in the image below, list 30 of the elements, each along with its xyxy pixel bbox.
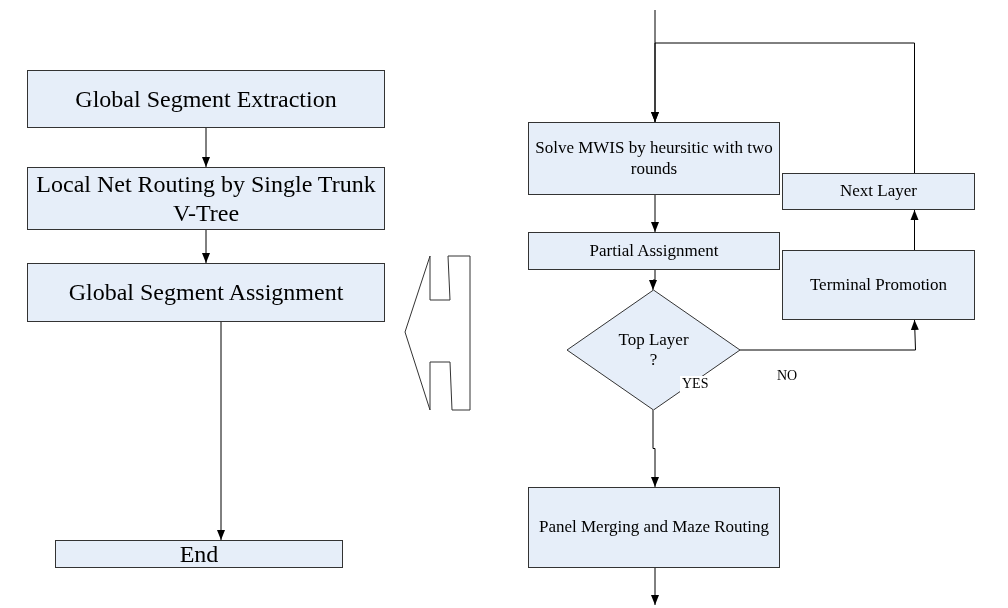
node-label: Solve MWIS by heursitic with two rounds [535, 138, 773, 179]
arrow [217, 321, 225, 541]
node-label: Panel Merging and Maze Routing [538, 517, 770, 538]
arrow [910, 209, 919, 251]
node-label: Next Layer [840, 181, 917, 202]
process-box [782, 250, 975, 320]
process-box [27, 70, 385, 128]
node-label: Global Segment Assignment [68, 278, 344, 307]
arrow [651, 42, 915, 174]
arrow [651, 194, 659, 233]
process-box [782, 173, 975, 210]
arrow [651, 567, 659, 606]
edge-label: YES [680, 376, 711, 392]
node-label: Terminal Promotion [809, 274, 948, 296]
arrow [651, 409, 659, 488]
node-label: Global Segment Extraction [75, 84, 337, 114]
node-label: Top Layer ? [617, 329, 690, 371]
process-box [27, 263, 385, 322]
node-label: End [179, 539, 219, 569]
process-box [528, 232, 780, 270]
arrow [202, 127, 210, 168]
decision-diamond [567, 290, 740, 410]
node-label: Partial Assignment [589, 240, 719, 262]
node-label: Local Net Routing by Single Trunk V-Tree [35, 169, 377, 228]
arrow [739, 319, 919, 351]
arrow [649, 269, 657, 291]
process-box [528, 487, 780, 568]
arrow [202, 229, 210, 264]
process-box [528, 122, 780, 195]
process-box [55, 540, 343, 568]
